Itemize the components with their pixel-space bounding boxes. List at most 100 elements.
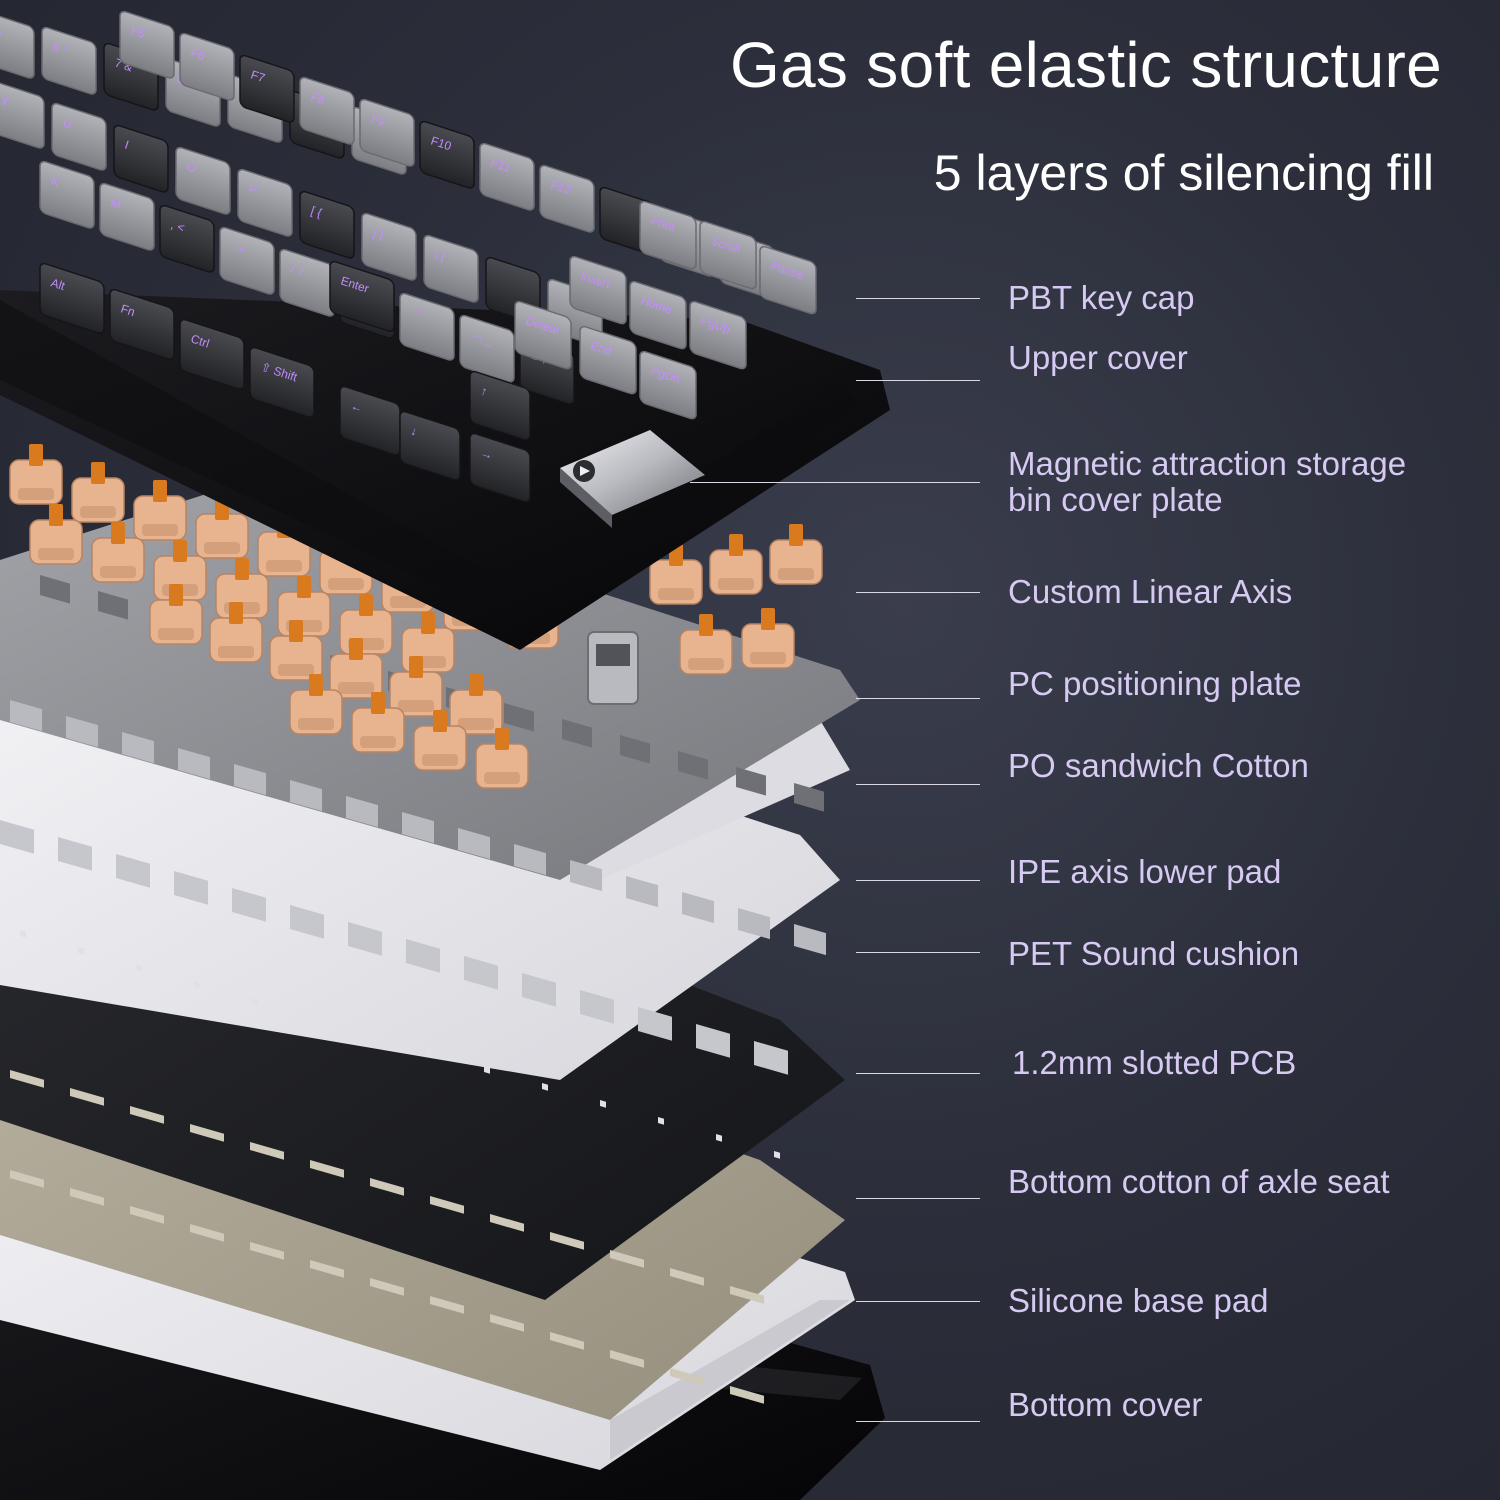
keycap-legend: U xyxy=(61,116,74,132)
keycap-legend: F9 xyxy=(369,112,387,130)
plate-cutout xyxy=(490,1214,524,1232)
linear-switch xyxy=(149,584,203,645)
keycap: Scroll xyxy=(699,220,757,290)
keycap: O xyxy=(175,146,231,215)
plate-cutout xyxy=(638,1007,672,1041)
plate-cutout xyxy=(430,1196,464,1214)
plate-cutout xyxy=(658,1117,664,1125)
keycap: Fn xyxy=(109,288,175,360)
leader-line xyxy=(856,784,980,785)
plate-cutout xyxy=(348,922,382,956)
keycap: M xyxy=(99,182,155,251)
linear-switch xyxy=(679,614,733,675)
callout-label: Custom Linear Axis xyxy=(1008,573,1293,610)
keycap: Insert xyxy=(569,255,627,325)
plate-cutout xyxy=(738,908,770,940)
keycap: Home xyxy=(629,280,687,350)
keycap-legend: ← xyxy=(349,399,365,416)
plate-cutout xyxy=(58,836,92,871)
plate-cutout xyxy=(234,764,266,796)
keycap: ↓ xyxy=(399,410,461,481)
plate-cutout xyxy=(774,1151,780,1159)
plate-cutout xyxy=(190,1224,224,1242)
plate-cutout xyxy=(620,735,650,764)
plate-cutout xyxy=(570,860,602,892)
keycap-legend: K xyxy=(49,174,61,190)
keycap-legend: I xyxy=(123,138,131,152)
keycap: Y xyxy=(0,80,45,149)
plate-cutout xyxy=(178,748,210,780)
keycap: K xyxy=(39,160,95,229)
keycap: F9 xyxy=(359,98,415,167)
plate-cutout xyxy=(600,1100,606,1108)
linear-switch xyxy=(741,608,795,669)
plate-cutout xyxy=(370,1178,404,1196)
keycap: , < xyxy=(159,204,215,273)
linear-switch xyxy=(71,462,125,523)
keycap: Pause xyxy=(759,245,817,315)
plate-cutout xyxy=(10,1170,44,1188)
keycap: F10 xyxy=(419,120,475,189)
keycap-legend: → xyxy=(479,446,495,463)
linear-switch xyxy=(351,692,405,753)
plate-cutout xyxy=(794,924,826,956)
linear-switch xyxy=(209,602,263,663)
keycap: ' " xyxy=(399,292,455,361)
callout-label: Bottom cotton of axle seat xyxy=(1008,1163,1390,1200)
keycap: ⇧ Shift xyxy=(249,346,315,418)
keycap: Enter xyxy=(329,260,395,332)
keycap-legend: F11 xyxy=(489,156,512,176)
keycap: F12 xyxy=(539,164,595,233)
plate-cutout xyxy=(174,871,208,905)
plate-cutout xyxy=(562,719,592,748)
linear-switch xyxy=(289,674,343,735)
storage-bin-logo-icon xyxy=(573,460,595,482)
keycap-legend: M xyxy=(109,196,123,212)
plate-cutout xyxy=(736,767,766,796)
plate-cutout xyxy=(250,1142,284,1160)
keycap-legend: ↓ xyxy=(409,424,419,439)
keycap-legend: F5 xyxy=(129,24,147,42)
linear-switch xyxy=(475,728,529,789)
plate-cutout xyxy=(10,700,42,732)
keycap-legend: F7 xyxy=(249,68,267,86)
plate-cutout xyxy=(98,591,128,620)
plate-cutout xyxy=(122,732,154,764)
callout-label: PO sandwich Cotton xyxy=(1008,747,1309,784)
linear-switch xyxy=(449,674,503,735)
leader-line xyxy=(856,952,980,953)
keycap: ] } xyxy=(361,212,417,281)
callout-label: IPE axis lower pad xyxy=(1008,853,1282,890)
plate-cutout xyxy=(682,892,714,924)
leader-line xyxy=(856,592,980,593)
linear-switch xyxy=(389,656,443,717)
plate-cutout xyxy=(136,964,142,972)
plate-cutout xyxy=(130,1106,164,1124)
wireless-receiver-icon xyxy=(587,631,639,705)
plate-cutout xyxy=(370,1278,404,1296)
keycap-legend: . > xyxy=(229,240,246,258)
page-title: Gas soft elastic structure xyxy=(729,29,1442,101)
plate-cutout xyxy=(484,1066,490,1074)
callout-label: Silicone base pad xyxy=(1008,1282,1269,1319)
plate-cutout xyxy=(464,956,498,990)
leader-line xyxy=(856,1073,980,1074)
keycap-legend: Fn xyxy=(119,302,137,320)
keycap: F6 xyxy=(179,32,235,101)
plate-cutout xyxy=(490,1314,524,1332)
keycap-legend: F8 xyxy=(309,90,327,108)
storage-bin-cover xyxy=(560,430,705,528)
linear-switch xyxy=(709,534,763,595)
keycap: F5 xyxy=(119,10,175,79)
plate-cutout xyxy=(70,1088,104,1106)
keycap: End xyxy=(579,325,637,395)
plate-cutout xyxy=(426,1049,432,1057)
keycap: F11 xyxy=(479,142,535,211)
callout-label: Bottom cover xyxy=(1008,1386,1203,1423)
keycap: P xyxy=(237,168,293,237)
plate-cutout xyxy=(402,812,434,844)
keycap-legend: \ | xyxy=(433,248,447,264)
leader-line xyxy=(856,880,980,881)
plate-cutout xyxy=(310,1159,344,1178)
keycap-legend: ↑ xyxy=(479,384,489,399)
